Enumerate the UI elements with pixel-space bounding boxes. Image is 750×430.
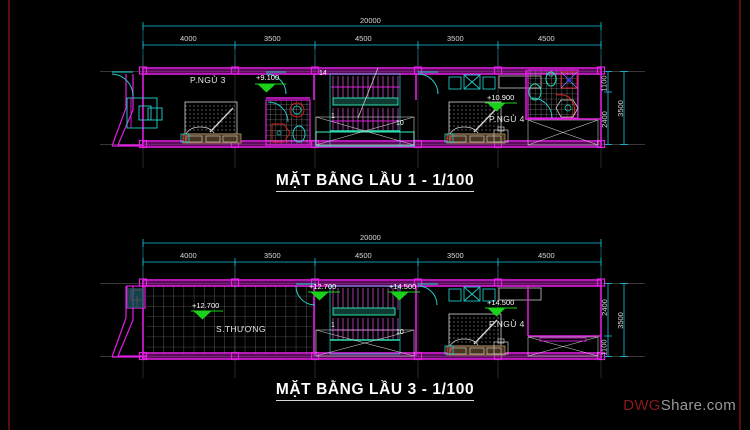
dim-overall-plan2: 20000 — [360, 233, 381, 242]
room-label-pngu3: P.NGỦ 3 — [190, 75, 226, 85]
plan-lau-1 — [100, 22, 645, 168]
wc-master-plan1 — [527, 69, 579, 120]
door-swing-corridor — [417, 71, 439, 95]
balcony-panel-2 — [127, 288, 144, 308]
watermark-prefix: DWG — [623, 397, 661, 414]
wardrobe-room4-2 — [498, 287, 542, 301]
door-swing-stair-left-2 — [295, 283, 316, 306]
bed-room4-2 — [444, 313, 509, 356]
level-marker-12700-a — [308, 291, 340, 301]
dim-side-1100-plan1: 1100 — [599, 75, 609, 92]
frame-border-right — [739, 0, 741, 430]
level-label-14500-a: +14.500 — [389, 282, 417, 291]
room-label-sthuong: S.THƯỢNG — [216, 324, 266, 334]
dim-bay1-plan1: 4000 — [180, 34, 197, 43]
dim-bay2-plan1: 3500 — [264, 34, 281, 43]
plan-title-lau1-text: MẶT BẰNG LẦU 1 - 1/100 — [275, 172, 475, 192]
desk-room4-2 — [448, 286, 496, 302]
dim-bay3-plan1: 4500 — [355, 34, 372, 43]
dim-bay4-plan2: 3500 — [447, 251, 464, 260]
grid-extension-lines — [142, 26, 602, 72]
stair-partition-walls-2 — [313, 286, 417, 356]
staircase-plan1 — [315, 67, 415, 147]
dim-side-2400-plan1: 2400 — [599, 111, 609, 128]
dimension-chain-right-2 — [604, 283, 628, 357]
plan-lau-3 — [100, 239, 645, 378]
watermark: DWGShare.com — [623, 397, 736, 414]
wc-room1 — [265, 97, 311, 146]
watermark-suffix: Share.com — [660, 397, 736, 414]
structural-columns — [138, 66, 606, 149]
dimension-chain-top-bays-2 — [142, 258, 602, 266]
staircase-plan2 — [329, 285, 401, 355]
wc-rail-plan2 — [539, 337, 587, 342]
dim-bay5-plan2: 4500 — [538, 251, 555, 260]
level-marker-14500-b — [485, 307, 517, 317]
balcony-left — [111, 74, 143, 147]
stair-step-10-plan2: 10 — [396, 329, 404, 336]
balcony-window-frame — [126, 97, 163, 129]
plan-title-lau3-text: MẶT BẰNG LẦU 3 - 1/100 — [275, 381, 475, 401]
stair-step-1-plan2: 1 — [331, 322, 335, 329]
stair-step-1-plan1: 1 — [331, 113, 335, 120]
balcony-door-swing — [111, 71, 134, 97]
dim-side-2400-plan2: 2400 — [599, 299, 609, 316]
desk-room4 — [448, 74, 496, 90]
void-hatch-plan2 — [315, 329, 415, 357]
level-marker-12700-b — [191, 310, 223, 320]
dim-side-3500-plan1: 3500 — [615, 100, 625, 117]
room-label-pngu4-plan2: P.NGỦ 4 — [489, 319, 525, 329]
level-marker-9100 — [255, 83, 286, 93]
dimension-chain-top-bays — [142, 41, 602, 49]
level-marker-14500-a — [388, 291, 420, 301]
dim-bay4-plan1: 3500 — [447, 34, 464, 43]
level-label-9100: +9.100 — [256, 73, 280, 82]
dim-bay5-plan1: 4500 — [538, 34, 555, 43]
room-label-pngu4-plan1: P.NGỦ 4 — [489, 114, 525, 124]
dim-bay2-plan2: 3500 — [264, 251, 281, 260]
level-marker-10900 — [485, 102, 517, 112]
plan-title-lau3: MẶT BẰNG LẦU 3 - 1/100 — [0, 381, 750, 401]
dim-bay1-plan2: 4000 — [180, 251, 197, 260]
wc-partition-plan1 — [525, 70, 601, 120]
level-label-12700-a: +12.700 — [309, 282, 337, 291]
roof-terrace-tiles — [146, 286, 312, 354]
dimension-chain-right — [604, 71, 628, 145]
frame-border-left — [8, 0, 10, 430]
stair-step-14: 14 — [319, 70, 327, 77]
dim-bay3-plan2: 4500 — [355, 251, 372, 260]
wc-void-plan2 — [527, 286, 601, 337]
plan-title-lau1: MẶT BẰNG LẦU 1 - 1/100 — [0, 172, 750, 192]
dim-side-1100-plan2: 1100 — [599, 339, 609, 356]
level-label-10900: +10.900 — [487, 93, 515, 102]
stair-partition-walls — [313, 74, 417, 100]
door-swing-stair-right-2 — [417, 283, 438, 306]
level-label-12700-b: +12.700 — [192, 301, 220, 310]
level-label-14500-b: +14.500 — [487, 298, 515, 307]
wall-fill — [143, 69, 601, 147]
void-hatch-plan1 — [315, 116, 415, 146]
void-hatch-wc-plan1 — [527, 119, 599, 146]
stair-step-10-plan1: 10 — [396, 120, 404, 127]
door-swing-wc1 — [265, 71, 287, 95]
dim-side-3500-plan2: 3500 — [615, 312, 625, 329]
bed-room3 — [180, 101, 242, 144]
dim-overall-plan1: 20000 — [360, 16, 381, 25]
